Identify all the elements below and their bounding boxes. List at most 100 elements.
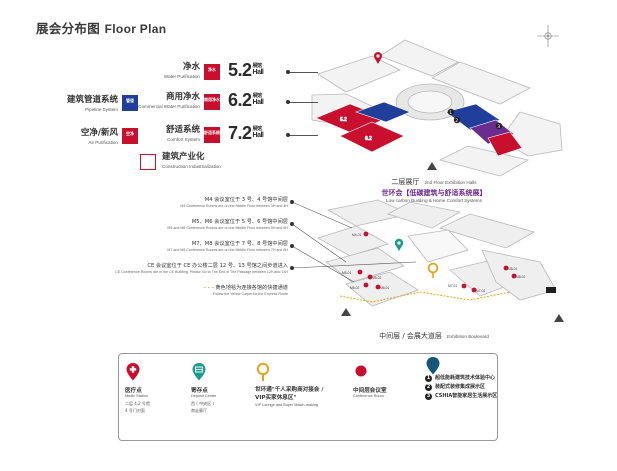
zone-label: 超低能耗建筑技术体验中心 [435, 375, 496, 381]
mid-en: M7 and M8 Conference Rooms are on the Mi… [167, 248, 288, 252]
mid-center [407, 229, 469, 263]
room-labels: M4-01 M5-01 M5-02 M6-02 M6-01 M7-01 M7-0… [342, 233, 526, 293]
leader-dot [286, 133, 290, 137]
second-floor-caption: 二层展厅 2nd Floor Exhibition Halls 世环会【低碳建筑… [356, 169, 512, 203]
hall-en: Water Purification [163, 74, 200, 79]
yellow-carpet-zh: 黄色地毯为连接各馆的快捷通道 [215, 285, 288, 291]
deposit-marker-map [394, 238, 404, 251]
mid-zh: CE 会议室位于 CE 办公楼二层 12 号、13 号馆之间步道进入 [147, 263, 288, 269]
hall-text: 建筑管道系统 Pipeline System [67, 95, 118, 113]
mid-zh: M4 会议室位于 3 号、4 号馆中间层 [204, 197, 288, 203]
leader-dot [286, 70, 290, 74]
hall-text: 空净/新风 Air Purification [81, 128, 118, 146]
legend-conference-en: Conference Room [353, 394, 384, 398]
legend-deposit-zh: 寄存点 [191, 388, 208, 394]
arrow-up-icon-2 [341, 308, 351, 316]
second-floor-zh: 二层展厅 [391, 178, 420, 186]
vip-marker-map [427, 262, 439, 278]
leader-line [288, 135, 318, 136]
deposit-pin-icon [192, 363, 206, 381]
conference-dot-icon [355, 365, 367, 377]
mid-label-ce: CE 会议室位于 CE 办公楼二层 12 号、13 号馆之间步道进入 CE Co… [115, 263, 288, 275]
zone-number: 2 [425, 384, 432, 391]
mid-zh: M7、M8 会议室位于 7 号、8 号馆中间层 [191, 241, 288, 247]
mid-label-m5-m6: M5、M6 会议室位于 5 号、6 号馆中间层 M5 and M6 Confer… [167, 219, 288, 231]
hall-badge: 净水 [204, 64, 220, 80]
mid-zh: M5、M6 会议室位于 5 号、6 号馆中间层 [191, 219, 288, 225]
hall-zh: 净水 [182, 62, 200, 72]
hall-num-value: 7.2 [228, 123, 252, 143]
mid-label-m4: M4 会议室位于 3 号、4 号馆中间层 M4 Conference Rooms… [180, 197, 288, 209]
hall-text: 建筑产业化 Construction Industrialization [162, 152, 221, 170]
middle-floor-map [316, 199, 557, 307]
yellow-route [339, 291, 511, 303]
medical-marker-map [374, 52, 382, 64]
mid-label-yellow: - - - 黄色地毯为连接各馆的快捷通道 Follow the Yellow C… [204, 285, 288, 297]
page-title: 展会分布图 Floor Plan [36, 18, 166, 37]
legend-conference-zh: 中间层会议室 [353, 388, 387, 394]
hall-en: Commercial Water Purification [138, 104, 200, 109]
hall-row-6-2: 商用净水 Commercial Water Purification 商用净水 … [138, 90, 318, 120]
hall-unit-en: Hall [252, 132, 264, 139]
wing-southeast [438, 145, 530, 177]
zone-markers: 1 2 3 [447, 108, 503, 130]
mid-wing-4 [316, 225, 390, 257]
hall-zh: 建筑管道系统 [66, 95, 118, 105]
title-zh: 展会分布图 [36, 21, 101, 36]
leader-dot [286, 100, 290, 104]
hall-text: 商用净水 Commercial Water Purification [138, 92, 200, 110]
leader-dot [290, 244, 294, 248]
svg-text:5.2: 5.2 [340, 117, 347, 123]
hall-zh: 建筑产业化 [162, 152, 205, 162]
arrow-up-icon-3 [554, 314, 564, 322]
right-halls [445, 103, 523, 157]
hall-badge: 管道 [122, 95, 138, 111]
room-label: M5-02 [372, 276, 382, 280]
legend-medical-en: Medic Station [125, 394, 149, 398]
mid-wing-6 [345, 271, 419, 307]
mid-en: M5 and M6 Conference Rooms are on the Mi… [167, 226, 288, 230]
hall-en: Pipeline System [85, 107, 118, 112]
legend-deposit-sub: 南走廊厅 [191, 408, 207, 413]
hall-text: 净水 Water Purification [164, 62, 200, 80]
medical-pin-icon [126, 363, 140, 381]
room-label: M8-02 [516, 275, 526, 279]
hall-badge: 空净 [122, 128, 138, 144]
mid-en: M4 Conference Rooms are on the Middle Fl… [180, 204, 288, 208]
hall-unit-zh: 展馆 [252, 93, 263, 99]
zone-pin-icon [426, 357, 440, 375]
hall-unit-en: Hall [252, 99, 264, 106]
legend-medical-zh: 医疗点 [125, 388, 142, 394]
mid-label-m7-m8: M7、M8 会议室位于 7 号、8 号馆中间层 M7 and M8 Confer… [167, 241, 288, 253]
hall-badge: 舒适系统 [204, 127, 220, 143]
room-markers [357, 231, 556, 293]
zone-label: CSHIA智能家居生活展示区 [435, 393, 498, 399]
leader-dot [290, 200, 294, 204]
legend: 医疗点 Medic Station 二层 4.2 号馆 4 号门对面 寄存点 D… [118, 353, 498, 441]
wing-northwest [317, 55, 401, 93]
legend-medical-sub: 4 号门对面 [125, 408, 145, 413]
hall-zh: 空净/新风 [80, 128, 118, 138]
red-halls: 5.2 6.2 [315, 101, 411, 153]
mid-zh: - - - 黄色地毯为连接各馆的快捷通道 [204, 285, 288, 292]
room-label: M6-01 [380, 286, 390, 290]
hall-zh: 商用净水 [165, 92, 200, 102]
hall-row-pipeline: 建筑管道系统 Pipeline System 管道 [30, 93, 140, 123]
hall-pipeline [355, 101, 411, 123]
legend-deposit-sub: 西 ( 中央区 ) [191, 401, 214, 406]
hall-badge: 商用净水 [204, 94, 220, 110]
arrow-up-icon-1 [427, 162, 437, 170]
building-icon [140, 154, 156, 170]
mid-en: Follow the Yellow Carpet for the Express… [212, 292, 288, 296]
hall-num-value: 5.2 [228, 60, 252, 80]
hall-en: Comfort System [167, 137, 200, 142]
hall-unit-zh: 展馆 [252, 63, 263, 69]
